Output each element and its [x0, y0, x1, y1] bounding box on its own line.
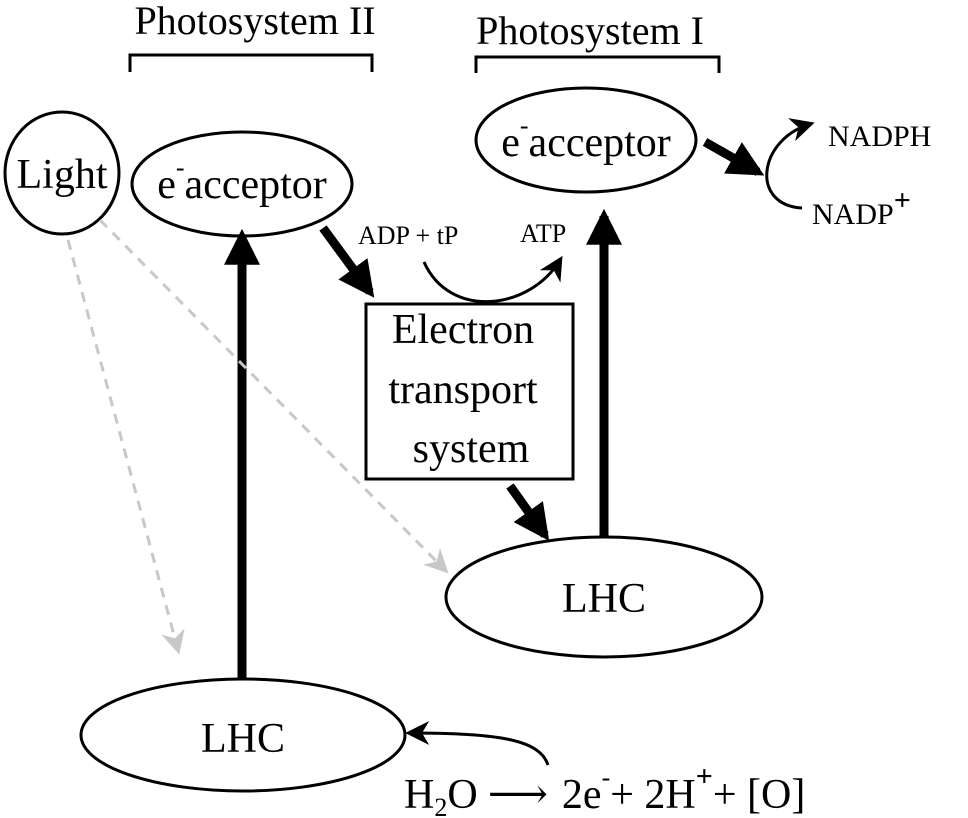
water-arrow: ⟶	[488, 772, 548, 818]
light-ellipse	[3, 110, 121, 236]
psii-electron-acceptor-label: e-acceptor	[157, 153, 327, 208]
water-2e: 2e	[562, 772, 602, 818]
photosystem-i-title: Photosystem I	[476, 8, 704, 53]
psi-acceptor-to-nadp-arrow	[702, 138, 765, 176]
psi-electron-acceptor-ellipse	[474, 86, 698, 194]
adp-label: ADP + tP	[358, 221, 458, 250]
ets-line-2: transport	[388, 367, 538, 413]
atp-label: ATP	[520, 219, 566, 248]
psi-electron-acceptor-label: e-acceptor	[501, 111, 671, 166]
nadph-label: NADPH	[828, 120, 931, 153]
light-to-psii-lhc-dashed	[66, 239, 185, 655]
photosystem-i-bracket	[474, 55, 721, 73]
psii-lhc-label: LHC	[201, 716, 285, 762]
water-h: H	[404, 772, 434, 818]
psi-e-symbol: e	[501, 120, 520, 166]
psii-e-minus: -	[176, 153, 185, 182]
psi-acceptor-word: acceptor	[529, 120, 671, 166]
electron-transport-system-box	[364, 302, 575, 481]
photosystem-ii-bracket	[128, 53, 374, 72]
nadp-label: NADP+	[812, 184, 911, 231]
water-e-minus: -	[602, 763, 611, 792]
water-plus-2h: + 2H	[610, 772, 696, 818]
water-equation: H2O⟶ 2e-+ 2H++ [O]	[404, 760, 805, 818]
water-h-plus: +	[696, 760, 713, 793]
water-o: O	[447, 772, 477, 818]
nadp-plus: +	[894, 184, 911, 217]
psii-e-symbol: e	[157, 162, 176, 208]
ets-line-3: system	[413, 426, 530, 472]
adp-to-atp-curve	[422, 255, 563, 304]
light-to-psi-lhc-dashed	[98, 218, 449, 574]
psii-acceptor-to-ets-arrow	[319, 225, 375, 298]
nadp-text: NADP	[812, 198, 894, 231]
photosystem-ii-title: Photosystem II	[134, 0, 375, 43]
nadp-to-nadph-curve	[765, 118, 815, 210]
ets-to-psi-lhc-arrow	[506, 483, 550, 541]
psi-e-minus: -	[520, 111, 529, 140]
psi-lhc-label: LHC	[562, 576, 646, 622]
ets-line-1: Electron	[392, 307, 534, 353]
water-sub-2: 2	[434, 793, 447, 818]
water-to-psii-lhc-arrow	[405, 721, 550, 766]
water-plus-o: + [O]	[713, 772, 806, 818]
light-label: Light	[17, 152, 108, 198]
psii-acceptor-word: acceptor	[185, 162, 327, 208]
